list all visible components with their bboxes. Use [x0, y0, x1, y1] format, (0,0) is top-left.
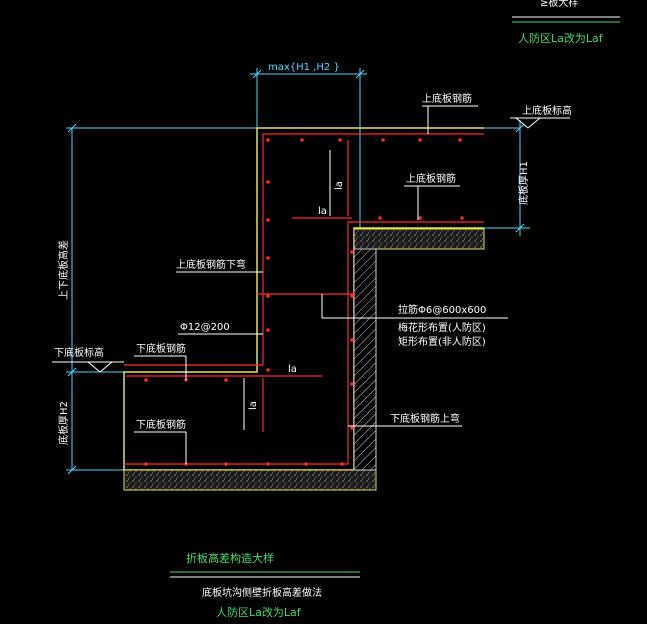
phi12-label: Φ12@200 [180, 322, 230, 333]
rebar-dots [144, 138, 464, 466]
dimension-h1 [484, 120, 530, 236]
footer-note: 人防区La改为Laf [216, 605, 302, 619]
upper-mid-bar-label: 上底板钢筋 [406, 172, 456, 185]
footer-title-block: 折板高差构造大样 底板坑沟侧壁折板高差做法 人防区La改为Laf [170, 551, 360, 619]
la-horizontal-upper: la [318, 206, 327, 217]
upper-elevation-marker [510, 117, 570, 129]
rebar-lines [124, 133, 484, 465]
lower-gravel-cushion [123, 469, 377, 491]
lower-top-bar-label: 下底板钢筋 [136, 342, 186, 355]
max-h-label: max{H1 ,H2 } [268, 62, 340, 73]
la-vertical-upper: la [334, 181, 345, 190]
upper-gravel-cushion [353, 228, 485, 250]
footer-subtitle: 底板坑沟侧壁折板高差做法 [202, 586, 322, 599]
tie-note-2: 矩形布置(非人防区) [398, 335, 486, 348]
la-horizontal-lower: la [288, 364, 297, 375]
la-dimension-ticks [243, 150, 331, 430]
lower-elevation-marker [52, 361, 124, 373]
side-wall-hatch [353, 248, 377, 471]
lower-elevation-label: 下底板标高 [54, 346, 104, 359]
upper-top-bar-label: 上底板钢筋 [422, 92, 472, 105]
upper-bar-bend-label: 上底板钢筋下弯 [176, 258, 246, 271]
la-vertical-lower: la [248, 401, 259, 410]
tie-note-1: 梅花形布置(人防区) [398, 321, 486, 334]
footer-title: 折板高差构造大样 [186, 551, 274, 565]
upper-elevation-label: 上底板标高 [522, 104, 572, 117]
lower-thickness-label: 底板厚H2 [57, 401, 70, 445]
height-diff-label: 上下底板高差 [57, 240, 70, 300]
leader-lines [134, 105, 508, 464]
lower-bar-bend-label: 下底板钢筋上弯 [390, 412, 460, 425]
dimension-height-diff [66, 123, 258, 475]
top-corner-title: ≥板大样 人防区La改为Laf [512, 0, 620, 45]
top-corner-line2: 人防区La改为Laf [518, 31, 604, 45]
dimension-max-h [250, 68, 367, 230]
lower-bottom-bar-label: 下底板钢筋 [136, 418, 186, 431]
upper-thickness-label: 底板厚H1 [517, 161, 530, 205]
tie-bar-label: 拉筋Φ6@600x600 [398, 303, 486, 316]
top-corner-line1: ≥板大样 [540, 0, 578, 9]
